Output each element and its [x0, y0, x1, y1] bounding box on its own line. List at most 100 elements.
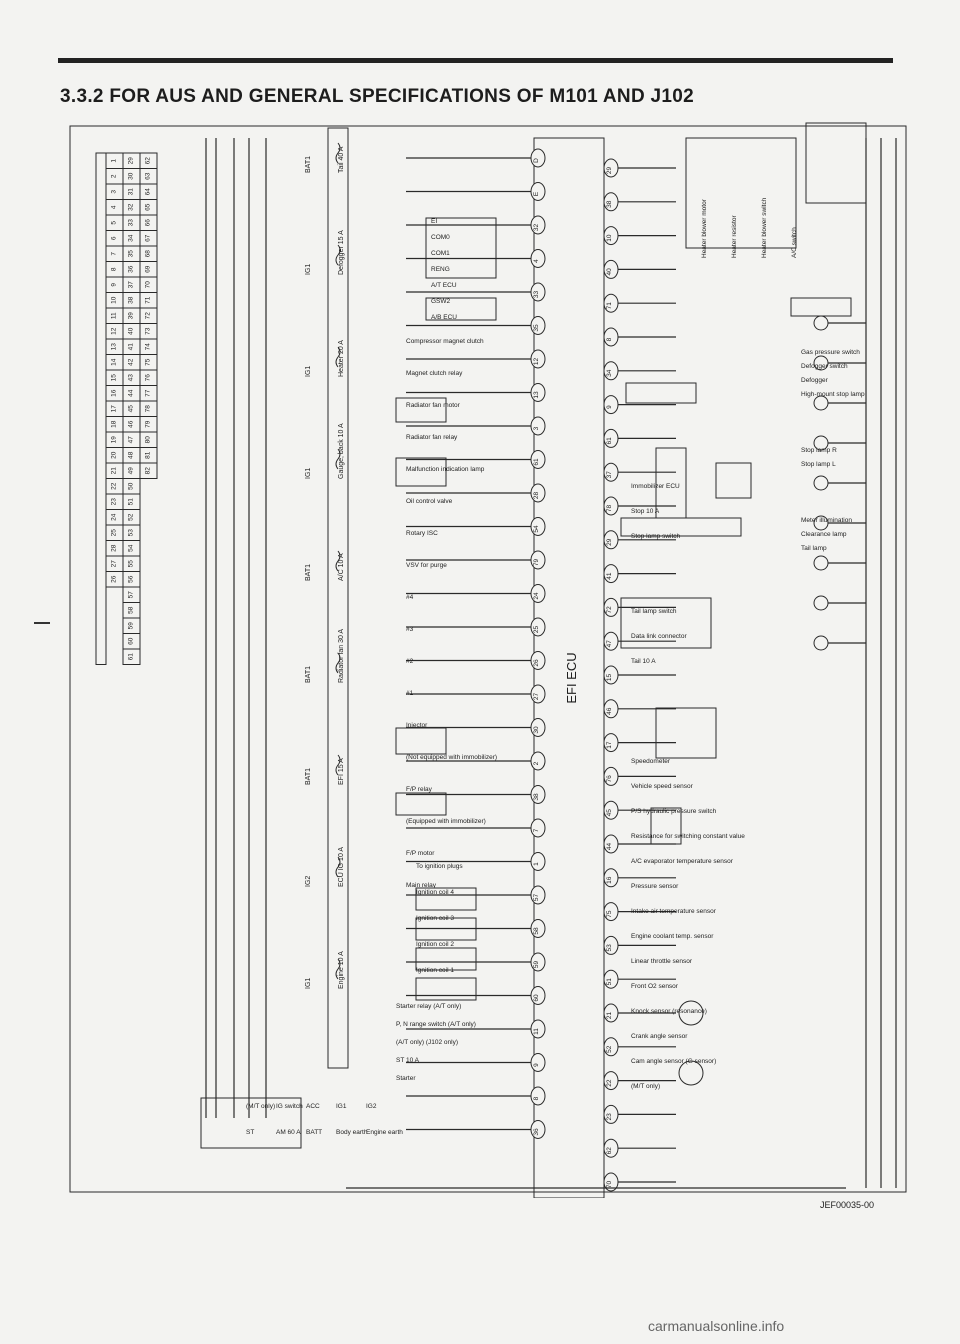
connector-pin-32: 32	[128, 203, 135, 211]
connector-pin-16: 16	[111, 389, 118, 397]
ecu-left-pin-E-label: E	[533, 191, 540, 196]
ignition-coil-1	[415, 977, 477, 1001]
heater-blower-switch	[805, 122, 867, 204]
left-component-40: ST	[246, 1129, 254, 1136]
connector-pin-62: 62	[145, 157, 152, 165]
lamp-8	[813, 635, 829, 651]
connector-pin-21: 21	[111, 467, 118, 475]
footer-watermark: carmanualsonline.info	[648, 1318, 785, 1334]
right-component-2: Heater blower switch	[761, 197, 768, 258]
connector-pin-40: 40	[128, 327, 135, 335]
left-component-0: EI	[431, 218, 437, 225]
crank-angle-sensor-symbol	[678, 1000, 704, 1026]
left-component-33: ST 10 A	[396, 1057, 420, 1064]
ecu-right-pin-10-label: 10	[606, 234, 613, 242]
connector-pin-76: 76	[145, 374, 152, 382]
right-component-23: A/C evaporator temperature sensor	[631, 858, 734, 865]
ecu-left-pin-28-label: 28	[533, 492, 540, 500]
ecu-left-pin-30-label: 30	[533, 726, 540, 734]
fuse-symbol-0	[335, 142, 341, 164]
left-component-16: #3	[406, 626, 414, 633]
fuse-box	[327, 127, 349, 1069]
connector-pin-57: 57	[128, 591, 135, 599]
ecu-right-pin-44-label: 44	[606, 843, 613, 851]
connector-pin-23: 23	[111, 498, 118, 506]
fuse-symbol-8	[335, 958, 341, 980]
connector-pin-34: 34	[128, 234, 135, 242]
connector-pin-56: 56	[128, 575, 135, 583]
connector-pin-63: 63	[145, 172, 152, 180]
left-component-30: Starter relay (A/T only)	[396, 1003, 461, 1010]
connector-pin-17: 17	[111, 405, 118, 413]
fuse-source-5: BAT1	[305, 666, 312, 683]
left-component-4: A/T ECU	[431, 282, 457, 289]
margin-mark	[34, 622, 50, 624]
left-component-24: Main relay	[406, 882, 437, 889]
fuse-4: A/C 10 A	[338, 553, 345, 581]
connector-pin-12: 12	[111, 327, 118, 335]
left-component-19: Injector	[406, 722, 428, 729]
connector-pin-53: 53	[128, 529, 135, 537]
connector-pin-22: 22	[111, 482, 118, 490]
ecu-left-pin-8-label: 8	[533, 1096, 540, 1100]
ecu-left-pin-38-label: 38	[533, 793, 540, 801]
left-component-18: #1	[406, 690, 414, 697]
left-component-42: BATT	[306, 1129, 322, 1136]
ecu-left-pin-2	[530, 751, 546, 771]
right-component-0: Heater blower motor	[701, 198, 708, 258]
fuse-source-1: IG1	[305, 264, 312, 275]
connector-pin-14: 14	[111, 358, 118, 366]
ecu-left-pin-9-label: 9	[533, 1063, 540, 1067]
connector-pin-5: 5	[111, 221, 118, 225]
left-component-37: ACC	[306, 1103, 320, 1110]
left-component-31: P, N range switch (A/T only)	[396, 1021, 476, 1028]
ecu-left-pin-24-label: 24	[533, 592, 540, 600]
connector-pin-48: 48	[128, 451, 135, 459]
fuse-symbol-3	[335, 448, 341, 470]
ecu-right-pin-45-label: 45	[606, 809, 613, 817]
left-component-28: Ignition coil 2	[416, 941, 454, 948]
ecu-left-pin-35-label: 35	[533, 324, 540, 332]
ignition-coil-2	[415, 947, 477, 971]
connector-pin-36: 36	[128, 265, 135, 273]
right-component-9: Stop 10 A	[631, 508, 660, 515]
left-component-13: Rotary ISC	[406, 530, 438, 537]
ecu-left-pin-4	[530, 249, 546, 268]
ecu-left-pin-54-label: 54	[533, 525, 540, 533]
right-component-8: Immobilizer ECU	[631, 483, 680, 490]
right-component-3: A/C switch	[791, 227, 798, 258]
right-component-27: Linear throttle sensor	[631, 958, 693, 965]
ecu-right-pin-75-label: 75	[606, 910, 613, 918]
left-component-3: RENG	[431, 266, 450, 273]
ecu-right-pin-17-label: 17	[606, 741, 613, 749]
ecu-right-pin-40-label: 40	[606, 268, 613, 276]
left-component-23: F/P motor	[406, 850, 435, 857]
right-component-14: Data link connector	[631, 633, 687, 640]
left-component-38: IG1	[336, 1103, 347, 1110]
connector-pin-80: 80	[145, 436, 152, 444]
ecu-left-pin-58-label: 58	[533, 927, 540, 935]
ecu-right-pin-9	[603, 395, 619, 415]
right-component-13: Tail lamp switch	[631, 608, 677, 615]
ecu-left-pin-1	[530, 852, 546, 871]
left-component-6: A/B ECU	[431, 314, 457, 321]
left-component-43: Body earth	[336, 1129, 368, 1136]
connector-pin-73: 73	[145, 327, 152, 335]
connector-pin-59: 59	[128, 622, 135, 630]
right-component-28: Front O2 sensor	[631, 983, 679, 990]
right-component-22: Resistance for switching constant value	[631, 833, 745, 840]
ecu-left-pin-57-label: 57	[533, 894, 540, 902]
connector-key	[95, 152, 107, 665]
connector-pin-65: 65	[145, 203, 152, 211]
ab-ecu-box	[425, 297, 497, 321]
wiring-diagram: 2627282524232221201918171615141312111098…	[69, 122, 907, 1198]
connector-pin-6: 6	[111, 236, 118, 240]
connector-pin-20: 20	[111, 451, 118, 459]
ecu-left-pin-36-label: 36	[533, 1128, 540, 1136]
fuse-6: EFI 15 A	[338, 758, 345, 785]
fuse-symbol-4	[335, 550, 341, 572]
left-component-1: COM0	[431, 234, 450, 241]
left-component-26: Ignition coil 4	[416, 889, 454, 896]
connector-pin-29: 29	[128, 157, 135, 165]
connector-pin-50: 50	[128, 482, 135, 490]
